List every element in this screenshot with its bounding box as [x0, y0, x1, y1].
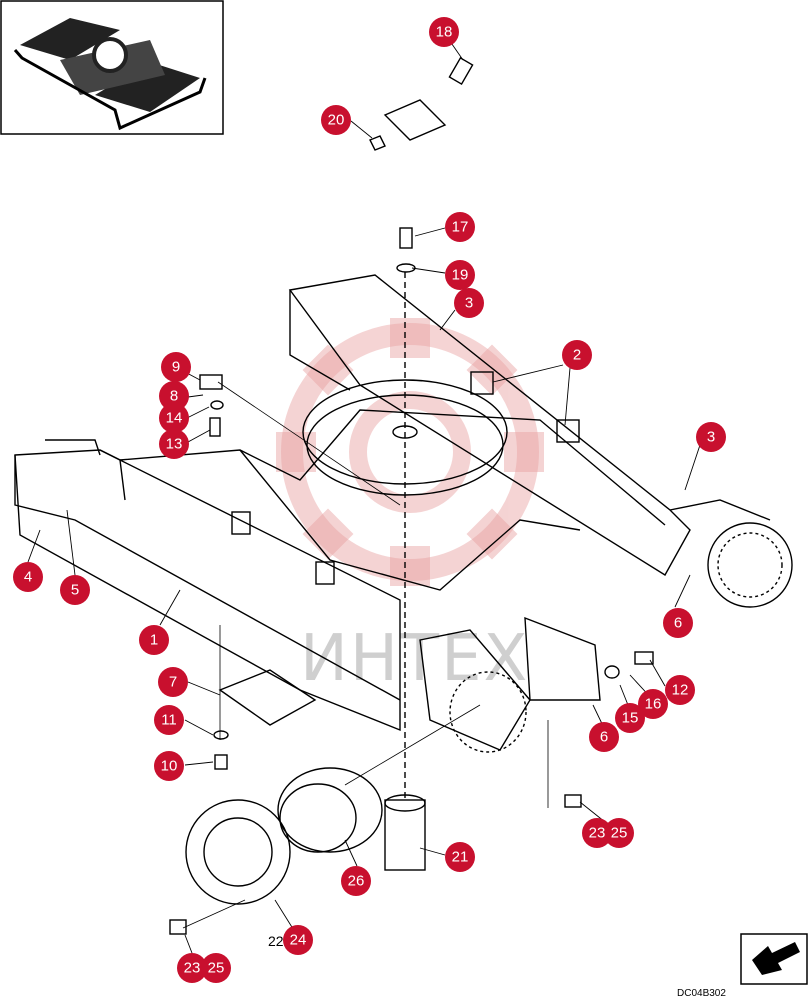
watermark-text: ИНТЕХ [300, 622, 529, 696]
callout-23-left: 23 [177, 953, 207, 983]
callout-8: 8 [159, 381, 189, 411]
callout-badges: 18 20 17 19 3 2 3 9 8 14 13 4 5 1 6 7 11… [13, 17, 726, 983]
svg-text:4: 4 [24, 569, 32, 586]
svg-text:12: 12 [672, 682, 689, 699]
callout-7: 7 [158, 667, 188, 697]
svg-text:2: 2 [573, 347, 581, 364]
svg-text:3: 3 [465, 295, 473, 312]
callout-13: 13 [159, 429, 189, 459]
svg-text:25: 25 [208, 960, 225, 977]
callout-17: 17 [445, 212, 475, 242]
svg-text:18: 18 [436, 24, 453, 41]
part-22-fragment: 22 [268, 933, 284, 949]
orientation-arrow-icon [740, 933, 808, 985]
callout-26: 26 [341, 866, 371, 896]
callout-16: 16 [638, 689, 668, 719]
callout-leaders [27, 33, 701, 954]
callout-3-right: 3 [696, 422, 726, 452]
callout-1: 1 [139, 625, 169, 655]
svg-text:5: 5 [71, 582, 79, 599]
callout-6-lower: 6 [589, 722, 619, 752]
track-frame-drawing [14, 57, 793, 935]
svg-text:23: 23 [589, 825, 606, 842]
callout-25-right: 25 [604, 818, 634, 848]
svg-text:6: 6 [674, 615, 682, 632]
svg-text:13: 13 [166, 436, 183, 453]
callout-9: 9 [161, 352, 191, 382]
svg-text:9: 9 [172, 359, 180, 376]
drawing-code: DC04B302 [677, 988, 726, 999]
callout-10: 10 [154, 751, 184, 781]
svg-text:15: 15 [622, 710, 639, 727]
svg-text:25: 25 [611, 825, 628, 842]
callout-18: 18 [429, 17, 459, 47]
svg-text:3: 3 [707, 429, 715, 446]
callout-2: 2 [562, 340, 592, 370]
svg-text:14: 14 [166, 410, 183, 427]
callout-19: 19 [445, 260, 475, 290]
callout-14: 14 [159, 403, 189, 433]
callout-11: 11 [154, 705, 184, 735]
svg-text:20: 20 [328, 112, 345, 129]
callout-12: 12 [665, 675, 695, 705]
svg-text:11: 11 [161, 712, 177, 729]
callout-4: 4 [13, 562, 43, 592]
callout-21: 21 [445, 842, 475, 872]
svg-text:24: 24 [290, 932, 307, 949]
svg-text:6: 6 [600, 729, 608, 746]
svg-text:10: 10 [161, 758, 178, 775]
svg-text:1: 1 [150, 632, 158, 649]
svg-text:21: 21 [452, 849, 469, 866]
svg-text:23: 23 [184, 960, 201, 977]
callout-23-right: 23 [582, 818, 612, 848]
callout-3-upper: 3 [454, 288, 484, 318]
callout-24: 24 [283, 925, 313, 955]
svg-text:26: 26 [348, 873, 365, 890]
callout-6-right: 6 [663, 608, 693, 638]
svg-text:8: 8 [170, 388, 178, 405]
watermark-gear-teeth [276, 318, 544, 586]
watermark-gear-icon [281, 323, 539, 581]
svg-text:19: 19 [452, 267, 469, 284]
svg-text:17: 17 [452, 219, 469, 236]
svg-text:7: 7 [169, 674, 177, 691]
inset-thumbnail [0, 0, 224, 135]
callout-25-left: 25 [201, 953, 231, 983]
callout-15: 15 [615, 703, 645, 733]
svg-text:16: 16 [645, 696, 662, 713]
callout-20: 20 [321, 105, 351, 135]
callout-5: 5 [60, 575, 90, 605]
